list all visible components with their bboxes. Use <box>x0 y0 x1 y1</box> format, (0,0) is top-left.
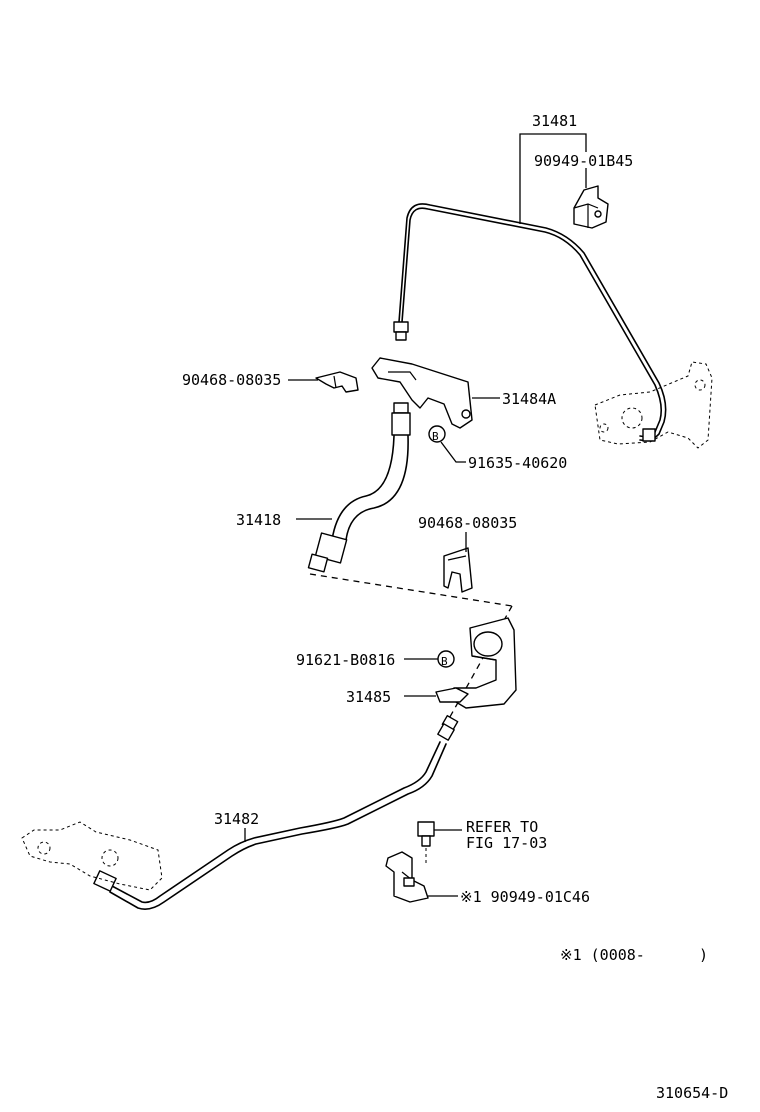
label-91635-40620: 91635-40620 <box>468 454 567 472</box>
clamp-90949-01c46[interactable] <box>385 851 458 903</box>
label-90949-01b45: 90949-01B45 <box>534 152 633 170</box>
label-90468-08035-top: 90468-08035 <box>182 371 281 389</box>
label-31481: 31481 <box>532 112 577 130</box>
bolt-b-top: B <box>428 425 466 463</box>
brake-tube-31481[interactable] <box>393 203 667 442</box>
clip-90468-08035-top[interactable] <box>288 371 359 393</box>
flex-hose-31418[interactable] <box>296 402 411 573</box>
label-90949-01c46: ※1 90949-01C46 <box>460 888 590 906</box>
leader-31481 <box>519 133 587 224</box>
figure-id: 310654-D <box>656 1084 728 1102</box>
label-31484a: 31484A <box>502 390 556 408</box>
brake-tube-31482[interactable] <box>93 714 459 910</box>
label-31418: 31418 <box>236 511 281 529</box>
label-31485: 31485 <box>346 688 391 706</box>
bolt-b-top-label: B <box>432 430 439 443</box>
clip-90468-08035-mid[interactable] <box>443 532 473 593</box>
label-refer-line1: REFER TO <box>466 818 538 836</box>
label-refer-line2: FIG 17-03 <box>466 834 547 852</box>
bolt-refer[interactable] <box>417 821 462 866</box>
label-91621-b0816: 91621-B0816 <box>296 651 395 669</box>
wheel-cylinder-outline <box>21 821 163 891</box>
clamp-90949-01b45[interactable] <box>573 185 609 229</box>
master-cylinder-outline <box>594 361 713 449</box>
bolt-b-mid-label: B <box>441 655 448 668</box>
footnote: ※1 (0008- ) <box>560 946 708 964</box>
bolt-b-mid: B <box>404 650 455 668</box>
label-90468-08035-mid: 90468-08035 <box>418 514 517 532</box>
label-31482: 31482 <box>214 810 259 828</box>
bracket-31485[interactable] <box>404 617 517 709</box>
bracket-31484a[interactable] <box>371 357 500 429</box>
